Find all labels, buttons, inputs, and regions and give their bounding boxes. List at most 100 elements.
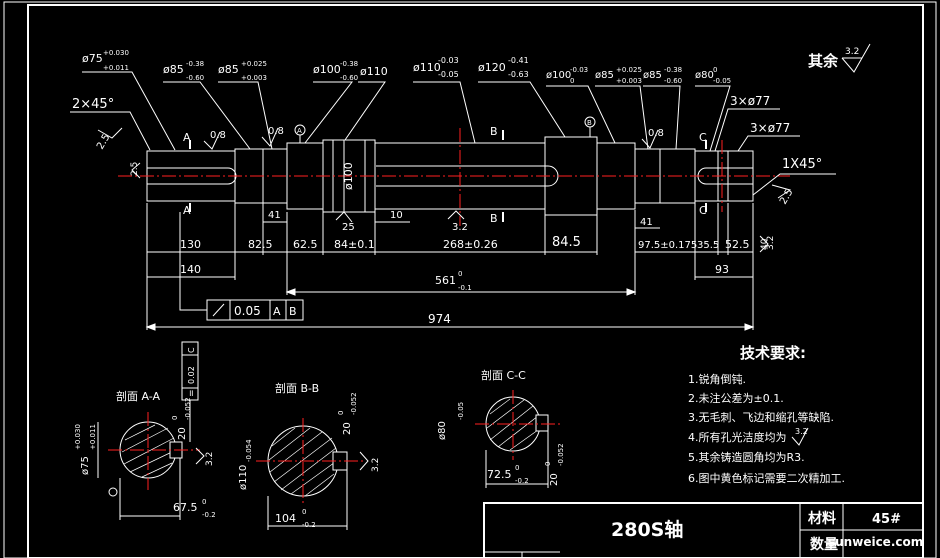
svg-text:+0.011: +0.011 (89, 424, 97, 450)
dim-130: 130 (180, 238, 201, 251)
callout-dia-2: ø85 (163, 63, 184, 76)
shaft-main-view (118, 128, 790, 226)
callout-dia-11: ø80 (695, 70, 714, 81)
svg-text:25: 25 (342, 222, 355, 233)
dim-62-5: 62.5 (293, 238, 318, 251)
svg-text:B: B (490, 212, 498, 225)
svg-text:A: A (183, 131, 191, 144)
svg-text:0: 0 (202, 498, 206, 506)
callout-dia-7: ø120 (478, 61, 506, 74)
svg-text:-0.60: -0.60 (340, 74, 358, 82)
svg-text:-0.05: -0.05 (713, 77, 731, 85)
runout-icon (212, 303, 225, 317)
svg-text:+0.030: +0.030 (74, 424, 82, 450)
dim-93: 93 (715, 263, 729, 276)
svg-text:C: C (699, 131, 707, 144)
dimension-lines: 130 140 82.5 62.5 41 84±0.1 10 268±0.26 … (145, 203, 770, 331)
svg-text:-0.03: -0.03 (570, 66, 588, 74)
svg-text:-0.38: -0.38 (186, 60, 204, 68)
svg-text:0: 0 (713, 66, 717, 74)
dim-561: 561 (435, 274, 456, 287)
dim-84-5: 84.5 (552, 235, 581, 250)
chamfer-left-label: 2×45° (72, 97, 114, 112)
svg-text:20: 20 (549, 473, 560, 486)
svg-text:-0.38: -0.38 (340, 60, 358, 68)
svg-text:0.02: 0.02 (187, 366, 196, 384)
svg-text:3.无毛刺、飞边和缩孔等缺陷.: 3.无毛刺、飞边和缩孔等缺陷. (688, 410, 834, 424)
dim-974: 974 (428, 312, 451, 326)
remainder-note: 其余 3.2 (808, 43, 871, 73)
svg-text:0: 0 (302, 508, 306, 516)
svg-text:0: 0 (570, 77, 574, 85)
dim-140: 140 (180, 263, 201, 276)
outer-frame (3, 1, 937, 558)
callout-dia-5: ø110 (360, 65, 388, 78)
svg-text:-0.05: -0.05 (457, 402, 465, 420)
material-value: 45# (872, 512, 901, 527)
svg-text:5.其余铸造圆角均为R3.: 5.其余铸造圆角均为R3. (688, 450, 805, 464)
svg-text:67.5: 67.5 (173, 501, 198, 514)
callout-dia-1: ø75 (82, 52, 103, 65)
section-cut-marks: A A B B C C (183, 125, 707, 225)
svg-text:0.05: 0.05 (234, 304, 261, 318)
inner-frame (27, 4, 924, 558)
svg-text:+0.011: +0.011 (103, 64, 129, 72)
svg-text:B: B (490, 125, 498, 138)
svg-text:-0.41: -0.41 (508, 56, 529, 65)
svg-text:-0.052: -0.052 (350, 392, 358, 415)
svg-text:+0.030: +0.030 (103, 49, 129, 57)
svg-text:3.2: 3.2 (766, 236, 776, 250)
callout-dia-9: ø85 (595, 70, 614, 81)
svg-text:0: 0 (515, 464, 519, 472)
svg-text:-0.2: -0.2 (302, 521, 316, 529)
svg-text:B: B (587, 119, 592, 127)
svg-text:20: 20 (342, 422, 353, 435)
svg-text:-0.60: -0.60 (186, 74, 204, 82)
svg-text:72.5: 72.5 (487, 468, 512, 481)
section-c-title: 剖面 C-C (481, 368, 526, 382)
section-c-c: 剖面 C-C ø80 -0.05 20 0 -0.052 72.5 0 -0.2 (437, 368, 565, 488)
svg-text:104: 104 (275, 512, 296, 525)
svg-text:-0.2: -0.2 (202, 511, 216, 519)
svg-text:-0.1: -0.1 (458, 284, 472, 292)
callout-dia-8: ø100 (546, 70, 571, 81)
dim-40: 40 (760, 238, 770, 250)
svg-text:4.所有孔光洁度均为: 4.所有孔光洁度均为 (688, 430, 787, 444)
datum-markers: A B (294, 116, 596, 143)
dim-41-right: 41 (640, 217, 653, 228)
section-b-title: 剖面 B-B (275, 381, 319, 395)
dim-82-5: 82.5 (248, 238, 273, 251)
svg-text:-0.052: -0.052 (557, 443, 565, 466)
svg-text:+0.025: +0.025 (241, 60, 267, 68)
svg-text:-0.052: -0.052 (184, 397, 192, 420)
callout-dia-4: ø100 (313, 63, 341, 76)
callout-dia-10: ø85 (643, 70, 662, 81)
svg-text:0: 0 (458, 270, 462, 278)
svg-text:A: A (273, 305, 281, 318)
tolerance-frame: 0.05 A B (179, 212, 304, 321)
callout-dia-3: ø85 (218, 63, 239, 76)
svg-text:-0.60: -0.60 (664, 77, 682, 85)
svg-text:=: = (187, 389, 197, 397)
svg-text:2.未注公差为±0.1.: 2.未注公差为±0.1. (688, 391, 784, 405)
svg-text:A: A (183, 204, 191, 217)
svg-text:2.5: 2.5 (95, 132, 112, 151)
svg-text:ø110: ø110 (238, 465, 249, 490)
svg-text:+0.025: +0.025 (616, 66, 642, 74)
inner-diameter-label: ø100 (342, 162, 355, 190)
svg-text:+0.003: +0.003 (241, 74, 267, 82)
tech-req-title: 技术要求: (740, 344, 806, 362)
svg-text:3.2: 3.2 (371, 458, 381, 472)
callout-dia-6: ø110 (413, 61, 441, 74)
chamfer-right-label: 1X45° (782, 157, 822, 172)
dim-84: 84±0.1 (334, 238, 375, 251)
svg-text:2.5: 2.5 (778, 187, 795, 206)
section-a-a: 剖面 A-A ø75 +0.030 +0.011 20 0 -0.052 3.2… (74, 341, 216, 520)
dim-97-5: 97.5±0.175 (638, 240, 697, 251)
svg-text:6.图中黄色标记需要二次精加工.: 6.图中黄色标记需要二次精加工. (688, 471, 845, 485)
quantity-label: 数量 (810, 536, 838, 553)
svg-text:0: 0 (337, 411, 345, 415)
roughness-symbol-icon (841, 43, 871, 73)
svg-text:-0.05: -0.05 (438, 70, 459, 79)
dim-35-5: 35.5 (697, 240, 719, 251)
